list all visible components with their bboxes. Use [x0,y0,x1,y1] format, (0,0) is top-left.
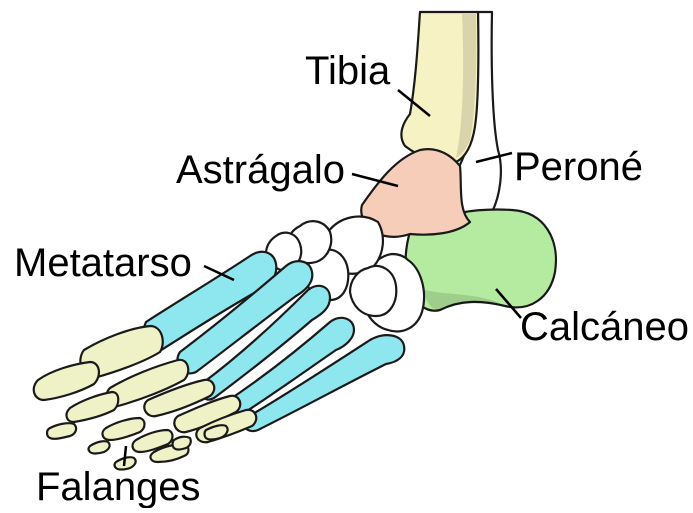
label-calcaneo: Calcáneo [520,305,689,349]
label-falanges: Falanges [36,465,201,508]
label-metatarso: Metatarso [14,241,192,285]
label-tibia: Tibia [305,49,391,93]
label-perone: Peroné [514,145,643,189]
label-astragalo: Astrágalo [176,148,345,192]
